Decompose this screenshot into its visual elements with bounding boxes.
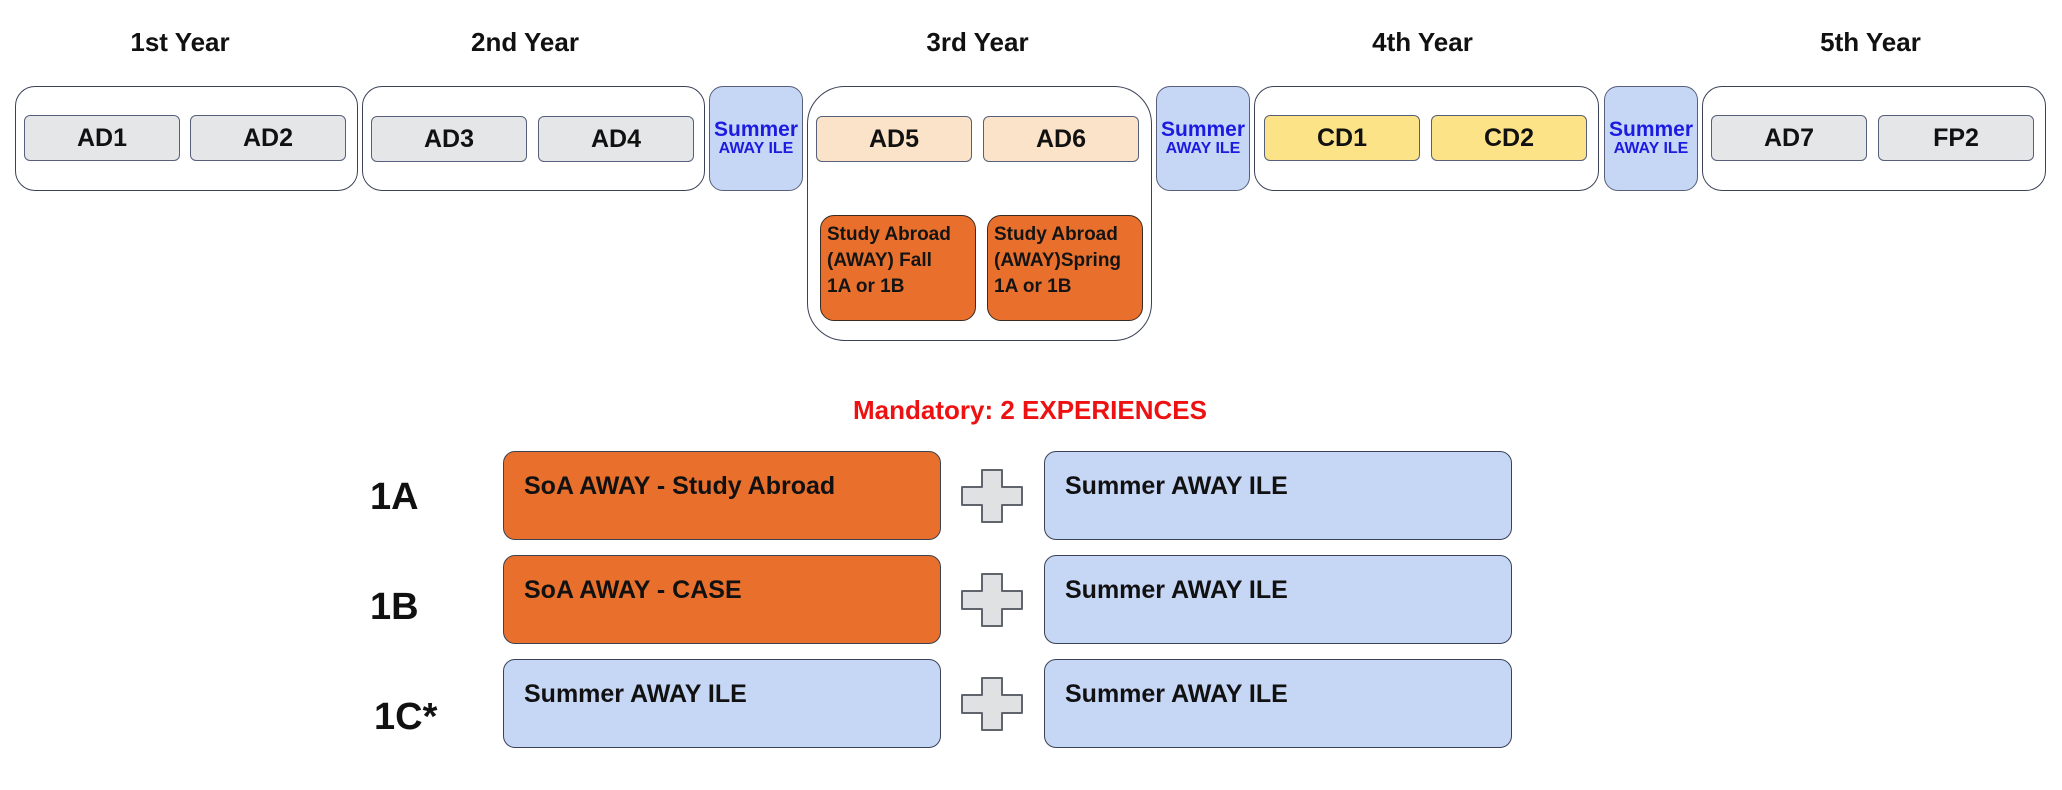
plus-icon (961, 573, 1023, 627)
study-abroad-fall-line3: 1A or 1B (827, 276, 905, 297)
option-1c-second-box: Summer AWAY ILE (1044, 659, 1512, 748)
course-cd1: CD1 (1264, 115, 1420, 161)
course-ad5: AD5 (816, 116, 972, 162)
summer-away-ile-tab-2: Summer AWAY ILE (1156, 86, 1250, 191)
course-fp2: FP2 (1878, 115, 2034, 161)
option-label-1a: 1A (370, 476, 419, 518)
study-abroad-spring-line2: (AWAY)Spring (994, 250, 1122, 271)
study-abroad-fall-box: Study Abroad (AWAY) Fall 1A or 1B (820, 215, 976, 321)
summer-away-ile-tab-3: Summer AWAY ILE (1604, 86, 1698, 191)
summer-away-ile-tab-1: Summer AWAY ILE (709, 86, 803, 191)
plus-icon (961, 469, 1023, 523)
year-label-5: 5th Year (1820, 27, 1921, 57)
plus-icon (961, 677, 1023, 731)
course-ad6: AD6 (983, 116, 1139, 162)
course-ad7: AD7 (1711, 115, 1867, 161)
study-abroad-fall-line2: (AWAY) Fall (827, 250, 932, 271)
study-abroad-spring-line3: 1A or 1B (994, 276, 1072, 297)
study-abroad-spring-line1: Study Abroad (994, 224, 1118, 245)
option-1a-first-box: SoA AWAY - Study Abroad (503, 451, 941, 540)
course-ad3: AD3 (371, 116, 527, 162)
option-1a-second-box: Summer AWAY ILE (1044, 451, 1512, 540)
summer-tab-line2: AWAY ILE (1613, 140, 1689, 158)
study-abroad-fall-line1: Study Abroad (827, 224, 951, 245)
year-label-1: 1st Year (130, 27, 230, 57)
summer-tab-line2: AWAY ILE (718, 140, 794, 158)
course-ad2: AD2 (190, 115, 346, 161)
option-1c-first-box: Summer AWAY ILE (503, 659, 941, 748)
option-label-1b: 1B (370, 586, 419, 628)
option-1b-second-box: Summer AWAY ILE (1044, 555, 1512, 644)
year-label-3: 3rd Year (926, 27, 1029, 57)
summer-tab-line1: Summer (1608, 118, 1694, 142)
course-ad1: AD1 (24, 115, 180, 161)
option-label-1c: 1C* (374, 696, 438, 738)
summer-tab-line1: Summer (1160, 118, 1246, 142)
summer-tab-line2: AWAY ILE (1165, 140, 1241, 158)
year-label-2: 2nd Year (471, 27, 579, 57)
year-label-4: 4th Year (1372, 27, 1473, 57)
summer-tab-line1: Summer (713, 118, 799, 142)
study-abroad-spring-box: Study Abroad (AWAY)Spring 1A or 1B (987, 215, 1143, 321)
option-1b-first-box: SoA AWAY - CASE (503, 555, 941, 644)
course-ad4: AD4 (538, 116, 694, 162)
mandatory-title: Mandatory: 2 EXPERIENCES (853, 395, 1207, 425)
course-cd2: CD2 (1431, 115, 1587, 161)
